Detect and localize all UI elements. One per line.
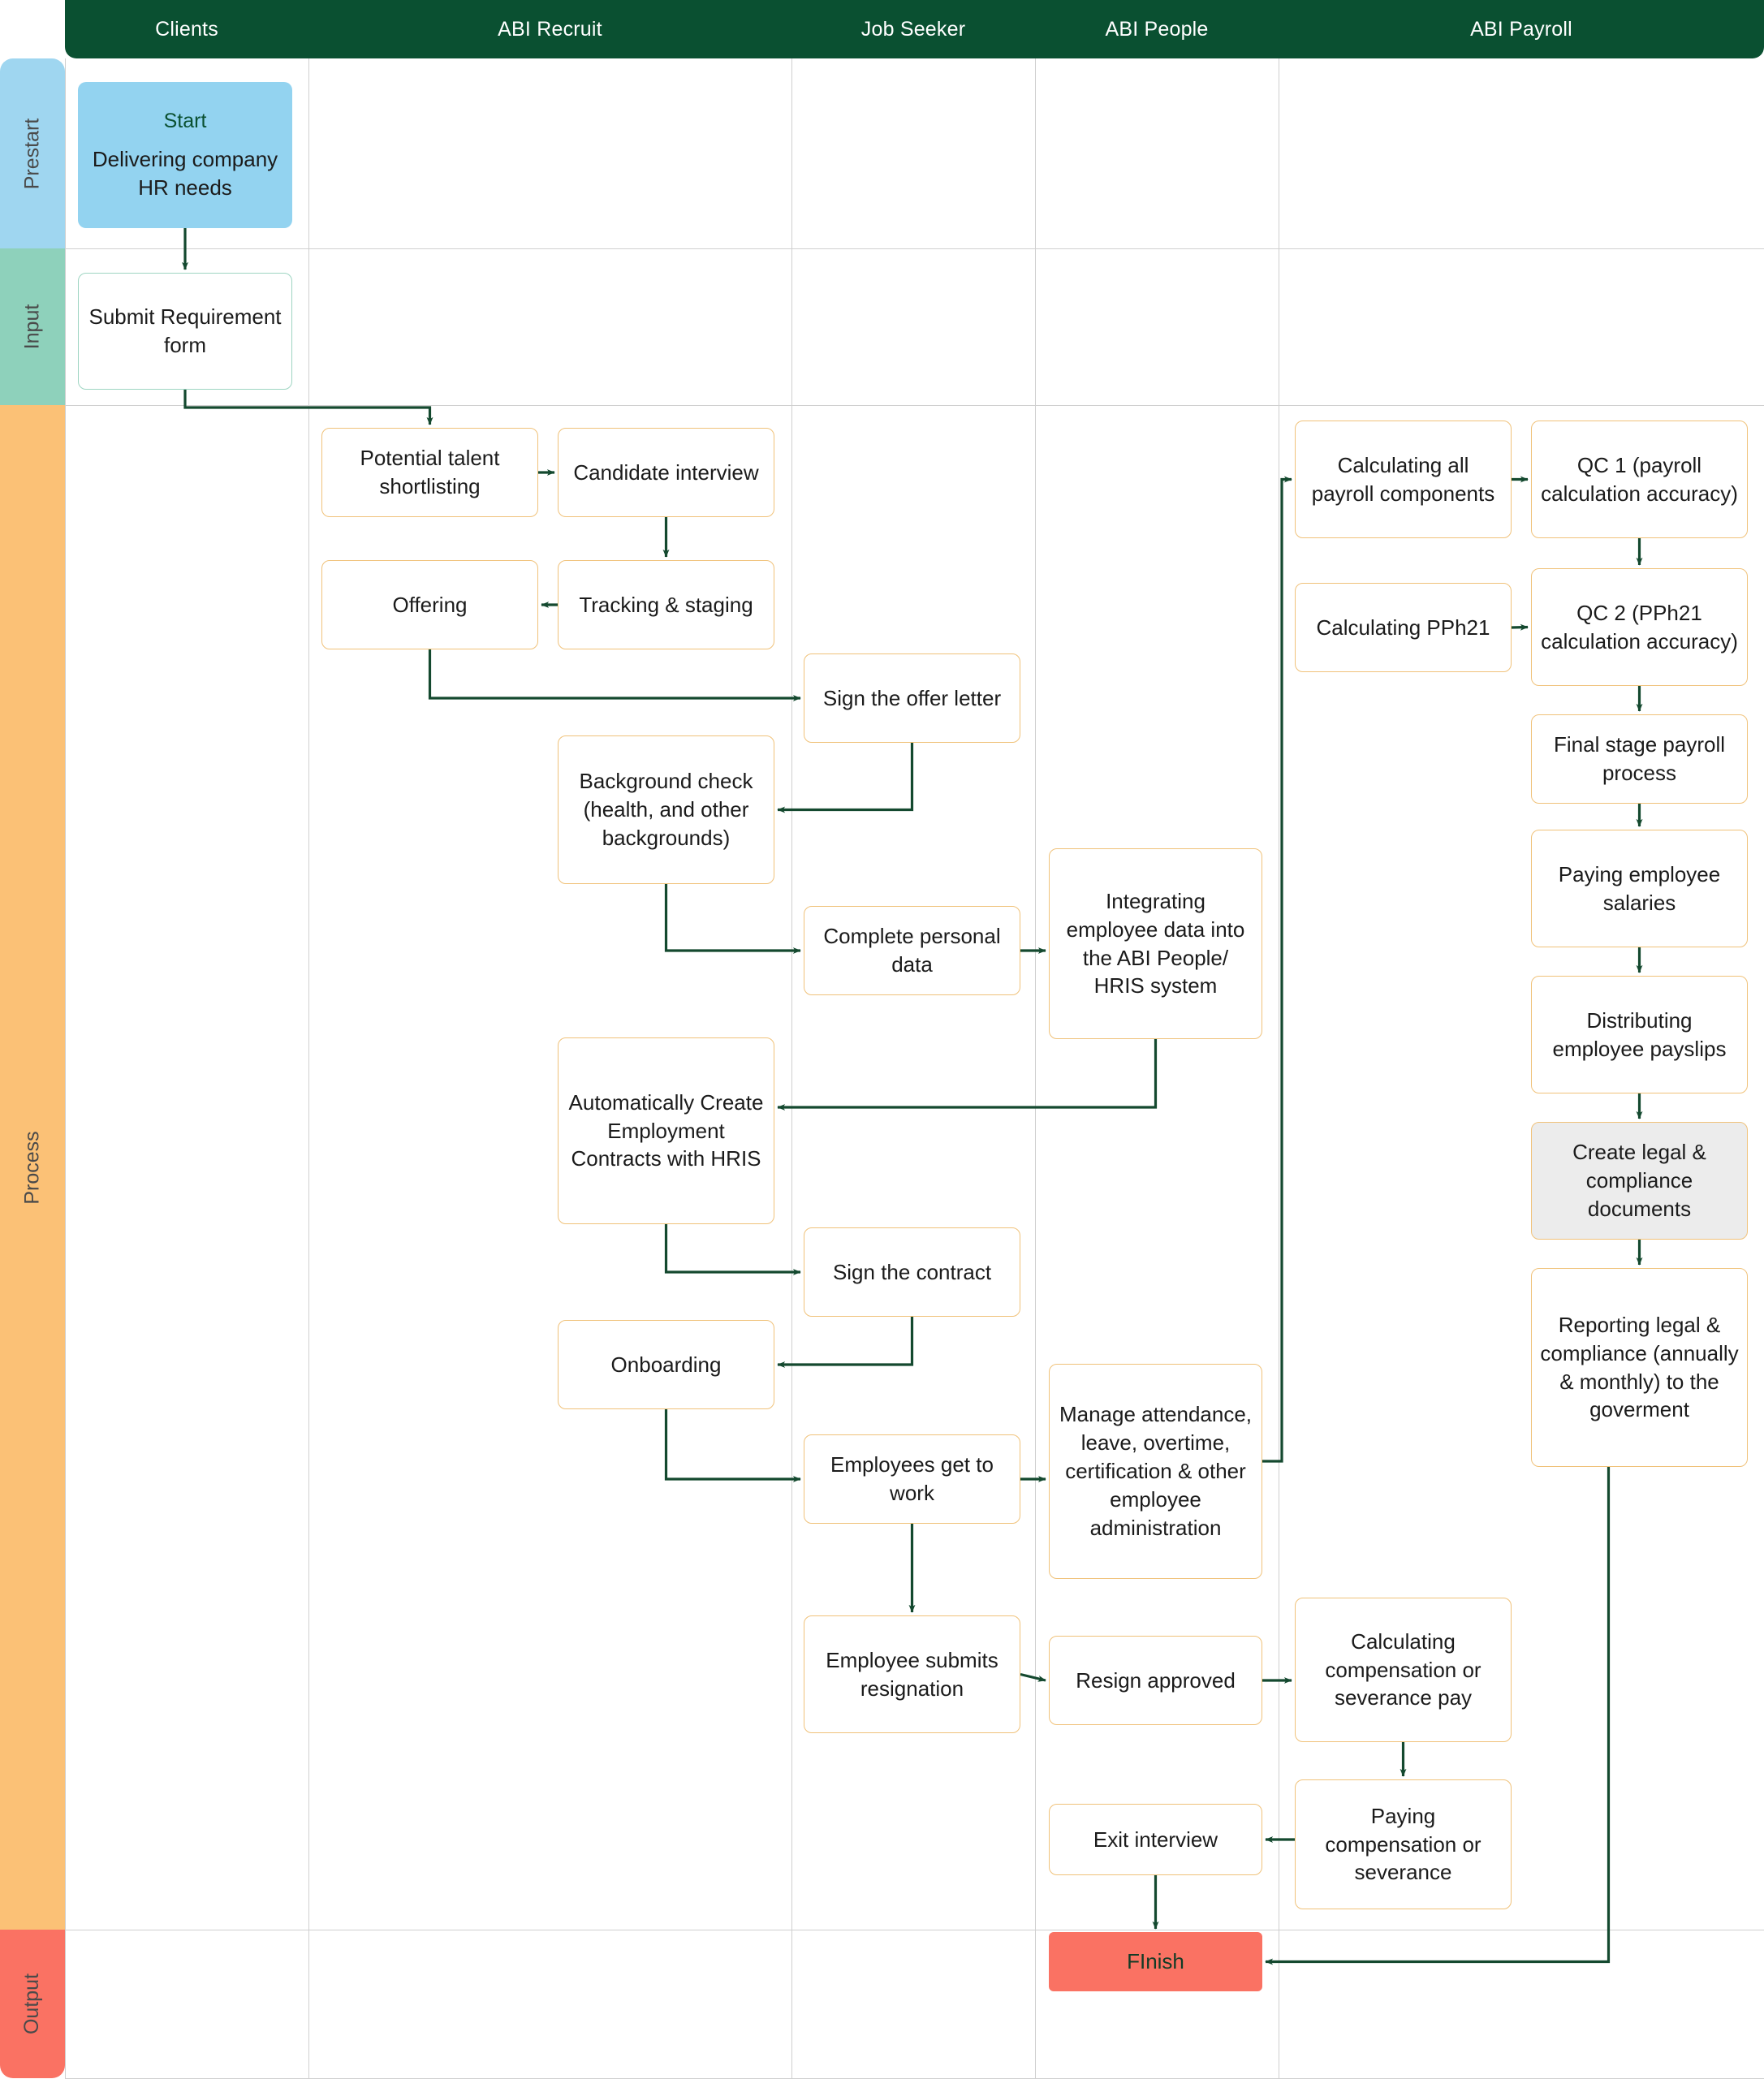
node-emp-work[interactable]: Employees get to work <box>804 1434 1020 1524</box>
node-label: FInish <box>1127 1949 1184 1974</box>
connector <box>777 1317 914 1368</box>
node-label: Employees get to work <box>830 1452 994 1505</box>
connector <box>664 1409 801 1482</box>
node-label: Exit interview <box>1093 1827 1218 1852</box>
lane-header-clients[interactable]: Clients <box>65 0 308 58</box>
node-label: QC 2 (PPh21 calculation accuracy) <box>1541 600 1738 653</box>
node-resign-appr[interactable]: Resign approved <box>1049 1636 1262 1725</box>
connector <box>428 649 801 701</box>
node-pay-comp[interactable]: Paying compensation or severance <box>1295 1779 1512 1909</box>
node-label: Integrating employee data into the ABI P… <box>1066 888 1245 999</box>
lane-row-process[interactable]: Process <box>0 405 65 1930</box>
lane-header-abi-people[interactable]: ABI People <box>1035 0 1279 58</box>
node-label: Complete personal data <box>823 924 1001 977</box>
node-finish[interactable]: FInish <box>1049 1932 1262 1991</box>
lane-header-abi-recruit[interactable]: ABI Recruit <box>308 0 791 58</box>
node-label: Candidate interview <box>573 459 759 485</box>
connector <box>1262 476 1292 1463</box>
node-label: Create legal & compliance documents <box>1572 1140 1706 1221</box>
node-emp-resign[interactable]: Employee submits resignation <box>804 1615 1020 1733</box>
grid-left-border <box>65 58 66 2078</box>
node-kicker-label: Start <box>163 110 207 133</box>
node-label: Sign the offer letter <box>822 685 1002 710</box>
node-label: Tracking & staging <box>579 592 753 617</box>
lane-row-label: Prestart <box>20 118 44 189</box>
connector <box>664 884 801 954</box>
node-label: Onboarding <box>610 1352 722 1377</box>
node-label: Paying employee salaries <box>1558 861 1721 915</box>
node-label: Delivering company HR needs <box>92 146 278 200</box>
lane-row-label: Input <box>20 304 44 350</box>
column-divider <box>1035 58 1036 2078</box>
connector <box>777 1039 1158 1111</box>
lane-row-prestart[interactable]: Prestart <box>0 58 65 248</box>
node-onboarding[interactable]: Onboarding <box>558 1320 774 1409</box>
node-shortlisting[interactable]: Potential talent shortlisting <box>321 428 538 517</box>
node-sign-offer[interactable]: Sign the offer letter <box>804 653 1020 743</box>
swimlane-header-band: Clients ABI Recruit Job Seeker ABI People AB… <box>65 0 1764 58</box>
node-cand-interview[interactable]: Candidate interview <box>558 428 774 517</box>
node-final-stage[interactable]: Final stage payroll process <box>1531 714 1748 804</box>
connector <box>664 1224 801 1275</box>
node-label: Resign approved <box>1076 1667 1236 1693</box>
node-label: Reporting legal & compliance (annually &… <box>1540 1312 1739 1422</box>
node-label: Paying compensation or severance <box>1325 1803 1482 1885</box>
node-label: Background check (health, and other back… <box>579 769 753 850</box>
node-label: Calculating all payroll components <box>1311 452 1495 506</box>
node-tracking[interactable]: Tracking & staging <box>558 560 774 649</box>
connector <box>183 390 433 425</box>
node-calc-pph21[interactable]: Calculating PPh21 <box>1295 583 1512 672</box>
node-auto-contract[interactable]: Automatically Create Employment Contract… <box>558 1037 774 1224</box>
node-exit-interview[interactable]: Exit interview <box>1049 1804 1262 1875</box>
connector <box>777 743 914 813</box>
column-divider <box>308 58 309 2078</box>
node-label: Distributing employee payslips <box>1552 1007 1727 1061</box>
node-offering[interactable]: Offering <box>321 560 538 649</box>
node-sign-contract[interactable]: Sign the contract <box>804 1227 1020 1317</box>
node-label: Submit Requirement form <box>88 304 282 357</box>
node-bg-check[interactable]: Background check (health, and other back… <box>558 735 774 884</box>
node-label: Potential talent shortlisting <box>360 446 500 498</box>
lane-row-output[interactable]: Output <box>0 1930 65 2078</box>
lane-header-label: Job Seeker <box>860 17 966 41</box>
row-divider <box>65 405 1764 406</box>
lane-header-label: ABI People <box>1105 17 1209 41</box>
node-label: Calculating PPh21 <box>1316 615 1490 640</box>
node-label: Calculating compensation or severance pa… <box>1325 1628 1482 1710</box>
node-complete-data[interactable]: Complete personal data <box>804 906 1020 995</box>
node-label: Manage attendance, leave, overtime, cert… <box>1059 1402 1253 1540</box>
lane-row-label: Output <box>20 1973 44 2035</box>
node-calc-comp[interactable]: Calculating compensation or severance pa… <box>1295 1598 1512 1742</box>
node-pay-salaries[interactable]: Paying employee salaries <box>1531 830 1748 947</box>
node-integrating[interactable]: Integrating employee data into the ABI P… <box>1049 848 1262 1039</box>
column-divider <box>791 58 792 2078</box>
lane-row-label: Process <box>20 1130 44 1205</box>
node-label: QC 1 (payroll calculation accuracy) <box>1541 452 1738 506</box>
lane-row-input[interactable]: Input <box>0 248 65 405</box>
row-divider <box>65 248 1764 249</box>
node-label: Final stage payroll process <box>1554 732 1725 785</box>
node-manage-att[interactable]: Manage attendance, leave, overtime, cert… <box>1049 1364 1262 1579</box>
node-qc1[interactable]: QC 1 (payroll calculation accuracy) <box>1531 421 1748 538</box>
node-label: Automatically Create Employment Contract… <box>568 1089 764 1171</box>
lane-header-label: ABI Payroll <box>1470 17 1572 41</box>
connector <box>1020 1672 1046 1682</box>
lane-header-label: ABI Recruit <box>498 17 602 41</box>
lane-header-abi-payroll[interactable]: ABI Payroll <box>1279 0 1764 58</box>
node-dist-payslips[interactable]: Distributing employee payslips <box>1531 976 1748 1093</box>
node-calc-payroll[interactable]: Calculating all payroll components <box>1295 421 1512 538</box>
lane-header-job-seeker[interactable]: Job Seeker <box>791 0 1035 58</box>
node-label: Employee submits resignation <box>826 1647 998 1701</box>
node-report-legal[interactable]: Reporting legal & compliance (annually &… <box>1531 1268 1748 1467</box>
lane-header-label: Clients <box>155 17 218 41</box>
node-label: Offering <box>392 592 468 617</box>
node-submit-req[interactable]: Submit Requirement form <box>78 273 292 390</box>
node-qc2[interactable]: QC 2 (PPh21 calculation accuracy) <box>1531 568 1748 686</box>
node-legal-docs[interactable]: Create legal & compliance documents <box>1531 1122 1748 1240</box>
node-label: Sign the contract <box>832 1259 992 1284</box>
